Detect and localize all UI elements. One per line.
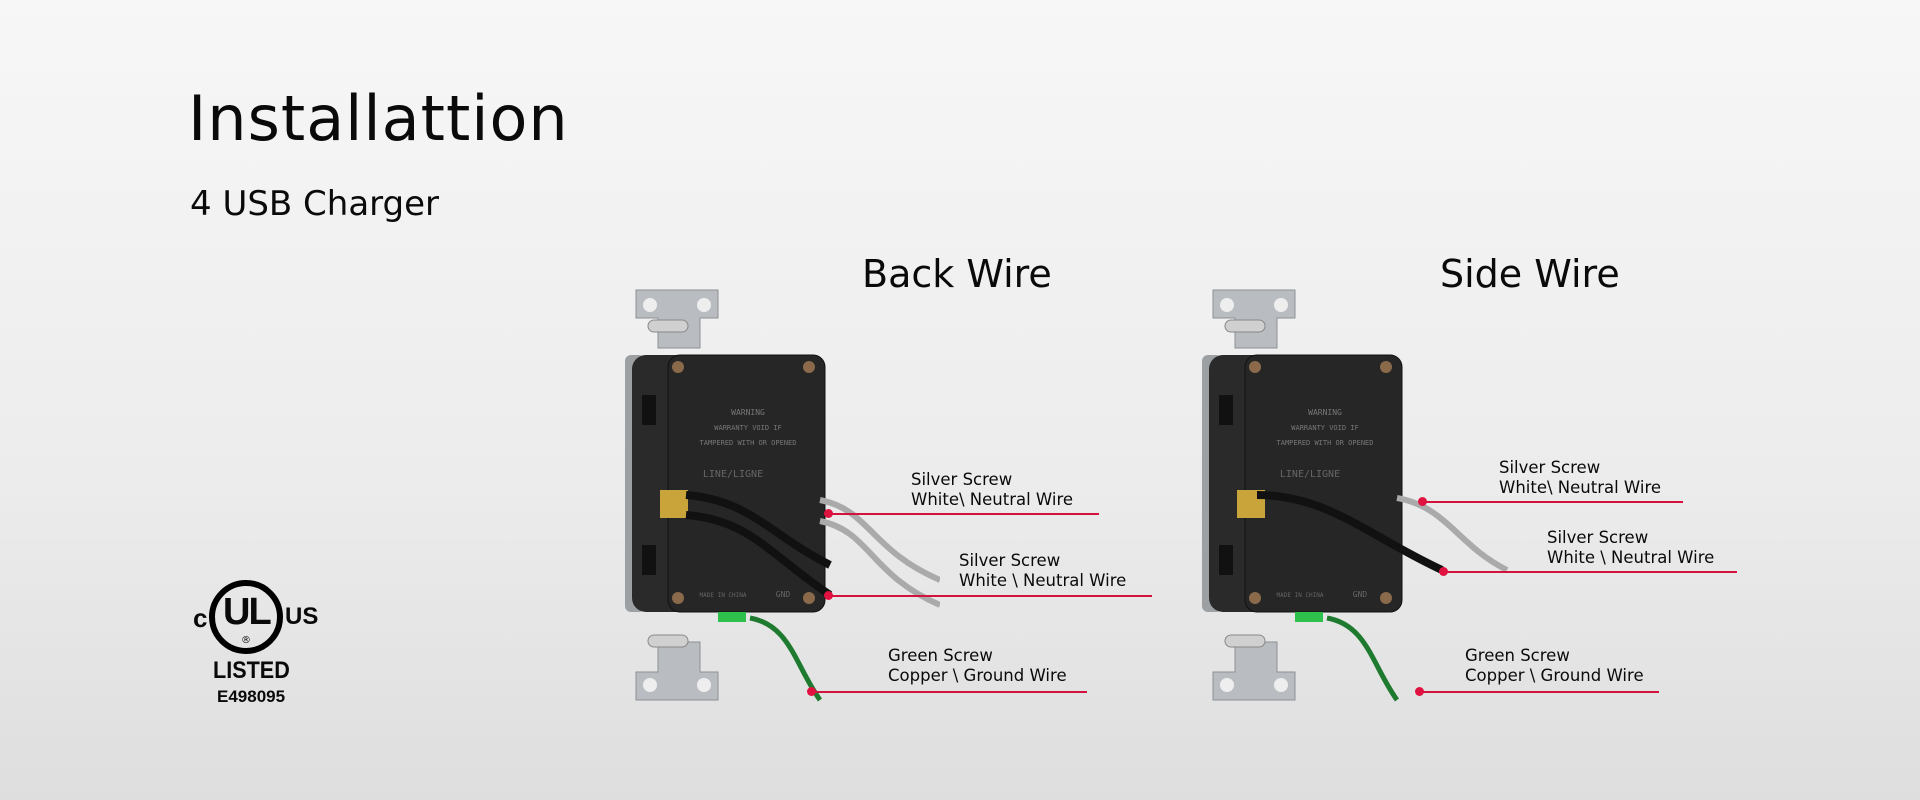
ul-registered: ® — [241, 635, 251, 646]
callout-back-neutral-2: Silver Screw White \ Neutral Wire — [959, 551, 1126, 590]
callout-line1: Silver Screw — [1547, 528, 1649, 547]
callout-line2: White \ Neutral Wire — [959, 570, 1127, 590]
callout-side-neutral-2: Silver Screw White \ Neutral Wire — [1547, 528, 1714, 567]
ul-listed: LISTED — [213, 657, 290, 684]
callout-leader-line — [829, 595, 1152, 597]
device-origin: MADE IN CHINA — [1277, 592, 1324, 599]
ul-circle-icon — [209, 580, 283, 654]
callout-leader-line — [812, 691, 1087, 693]
callout-line1: Silver Screw — [911, 470, 1013, 489]
callout-line2: Copper \ Ground Wire — [888, 665, 1067, 685]
ul-file-number: E498095 — [217, 687, 286, 706]
device-warranty-2: TAMPERED WITH OR OPENED — [1277, 439, 1374, 447]
device-line-label: LINE/LIGNE — [1280, 469, 1340, 480]
callout-line1: Green Screw — [1465, 646, 1570, 665]
device-line-label: LINE/LIGNE — [703, 469, 763, 480]
outlet-back-wire-illustration: WARNING WARRANTY VOID IF TAMPERED WITH O… — [625, 289, 940, 702]
callout-side-neutral-1: Silver Screw White\ Neutral Wire — [1499, 458, 1661, 497]
callout-dot — [1418, 497, 1427, 506]
product-subtitle: 4 USB Charger — [190, 184, 440, 224]
callout-line2: White \ Neutral Wire — [1547, 547, 1715, 567]
device-warranty-1: WARRANTY VOID IF — [714, 424, 781, 432]
ul-us: US — [285, 603, 319, 630]
callout-back-neutral-1: Silver Screw White\ Neutral Wire — [911, 470, 1073, 509]
callout-line1: Green Screw — [888, 646, 993, 665]
ul-mark: UL — [223, 591, 272, 633]
callout-dot — [1415, 687, 1424, 696]
callout-back-ground: Green Screw Copper \ Ground Wire — [888, 646, 1067, 685]
device-warning: WARNING — [1308, 408, 1342, 417]
callout-dot — [807, 687, 816, 696]
callout-leader-line — [1444, 571, 1737, 573]
device-warning: WARNING — [731, 408, 765, 417]
callout-line1: Silver Screw — [1499, 458, 1601, 477]
callout-line2: Copper \ Ground Wire — [1465, 665, 1644, 685]
section-title-back-wire: Back Wire — [862, 252, 1052, 296]
callout-dot — [1439, 567, 1448, 576]
callout-line2: White\ Neutral Wire — [911, 489, 1074, 509]
callout-leader-line — [1420, 691, 1659, 693]
callout-leader-line — [829, 513, 1099, 515]
device-warranty-2: TAMPERED WITH OR OPENED — [700, 439, 797, 447]
device-origin: MADE IN CHINA — [700, 592, 747, 599]
device-gnd: GND — [1353, 590, 1368, 599]
callout-dot — [824, 509, 833, 518]
callout-line1: Silver Screw — [959, 551, 1061, 570]
callout-leader-line — [1423, 501, 1683, 503]
page-title: Installattion — [188, 82, 569, 155]
device-gnd: GND — [776, 590, 791, 599]
callout-side-ground: Green Screw Copper \ Ground Wire — [1465, 646, 1644, 685]
ul-listed-logo: c UL ® US LISTED E498095 — [185, 575, 325, 710]
ul-c: c — [193, 603, 208, 633]
section-title-side-wire: Side Wire — [1440, 252, 1620, 296]
outlet-side-wire-illustration: WARNING WARRANTY VOID IF TAMPERED WITH O… — [1202, 289, 1509, 702]
callout-line2: White\ Neutral Wire — [1499, 477, 1662, 497]
device-warranty-1: WARRANTY VOID IF — [1291, 424, 1358, 432]
callout-dot — [824, 591, 833, 600]
